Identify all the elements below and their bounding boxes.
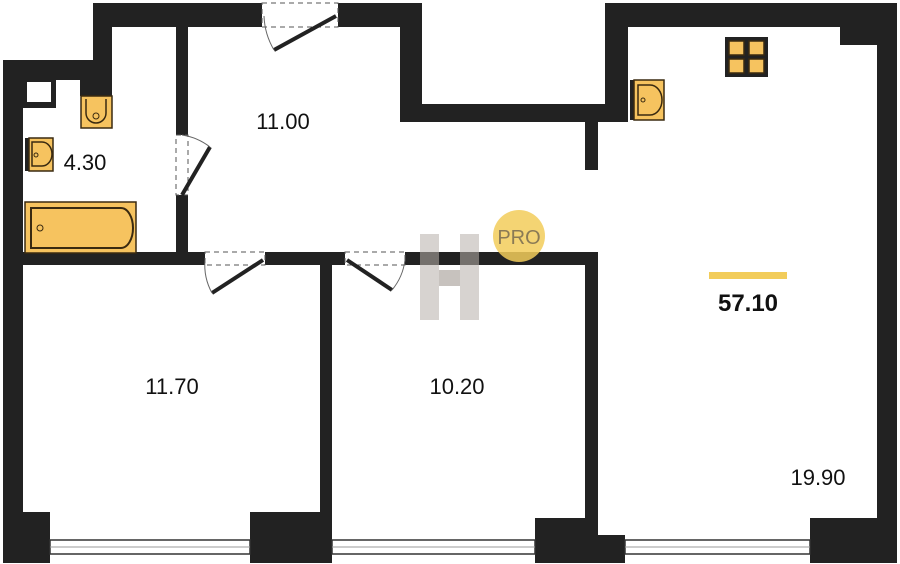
bathroom-sink-icon xyxy=(25,137,54,172)
hallway-area: 11.00 xyxy=(256,109,309,134)
walls xyxy=(3,3,897,563)
windows xyxy=(49,539,811,555)
pro-badge: PRO xyxy=(493,210,545,262)
pro-badge-label: PRO xyxy=(497,227,540,249)
bedroom-middle-door xyxy=(344,251,406,292)
total-area: 57.10 xyxy=(718,290,778,317)
bedroom-left-door xyxy=(204,251,266,295)
bathroom-door xyxy=(175,134,212,197)
entrance-door xyxy=(261,2,339,52)
bedroom-middle-area: 10.20 xyxy=(429,374,484,399)
kitchen-sink-icon xyxy=(630,79,665,121)
bathroom-area: 4.30 xyxy=(64,150,107,175)
kitchen-living-area: 19.90 xyxy=(790,465,845,490)
stove-icon xyxy=(725,37,768,77)
bathtub-icon xyxy=(24,201,137,254)
watermark-logo xyxy=(420,234,479,320)
toilet-icon xyxy=(80,95,113,129)
bedroom-left-area: 11.70 xyxy=(145,374,198,399)
total-area-accent-bar xyxy=(709,272,787,279)
